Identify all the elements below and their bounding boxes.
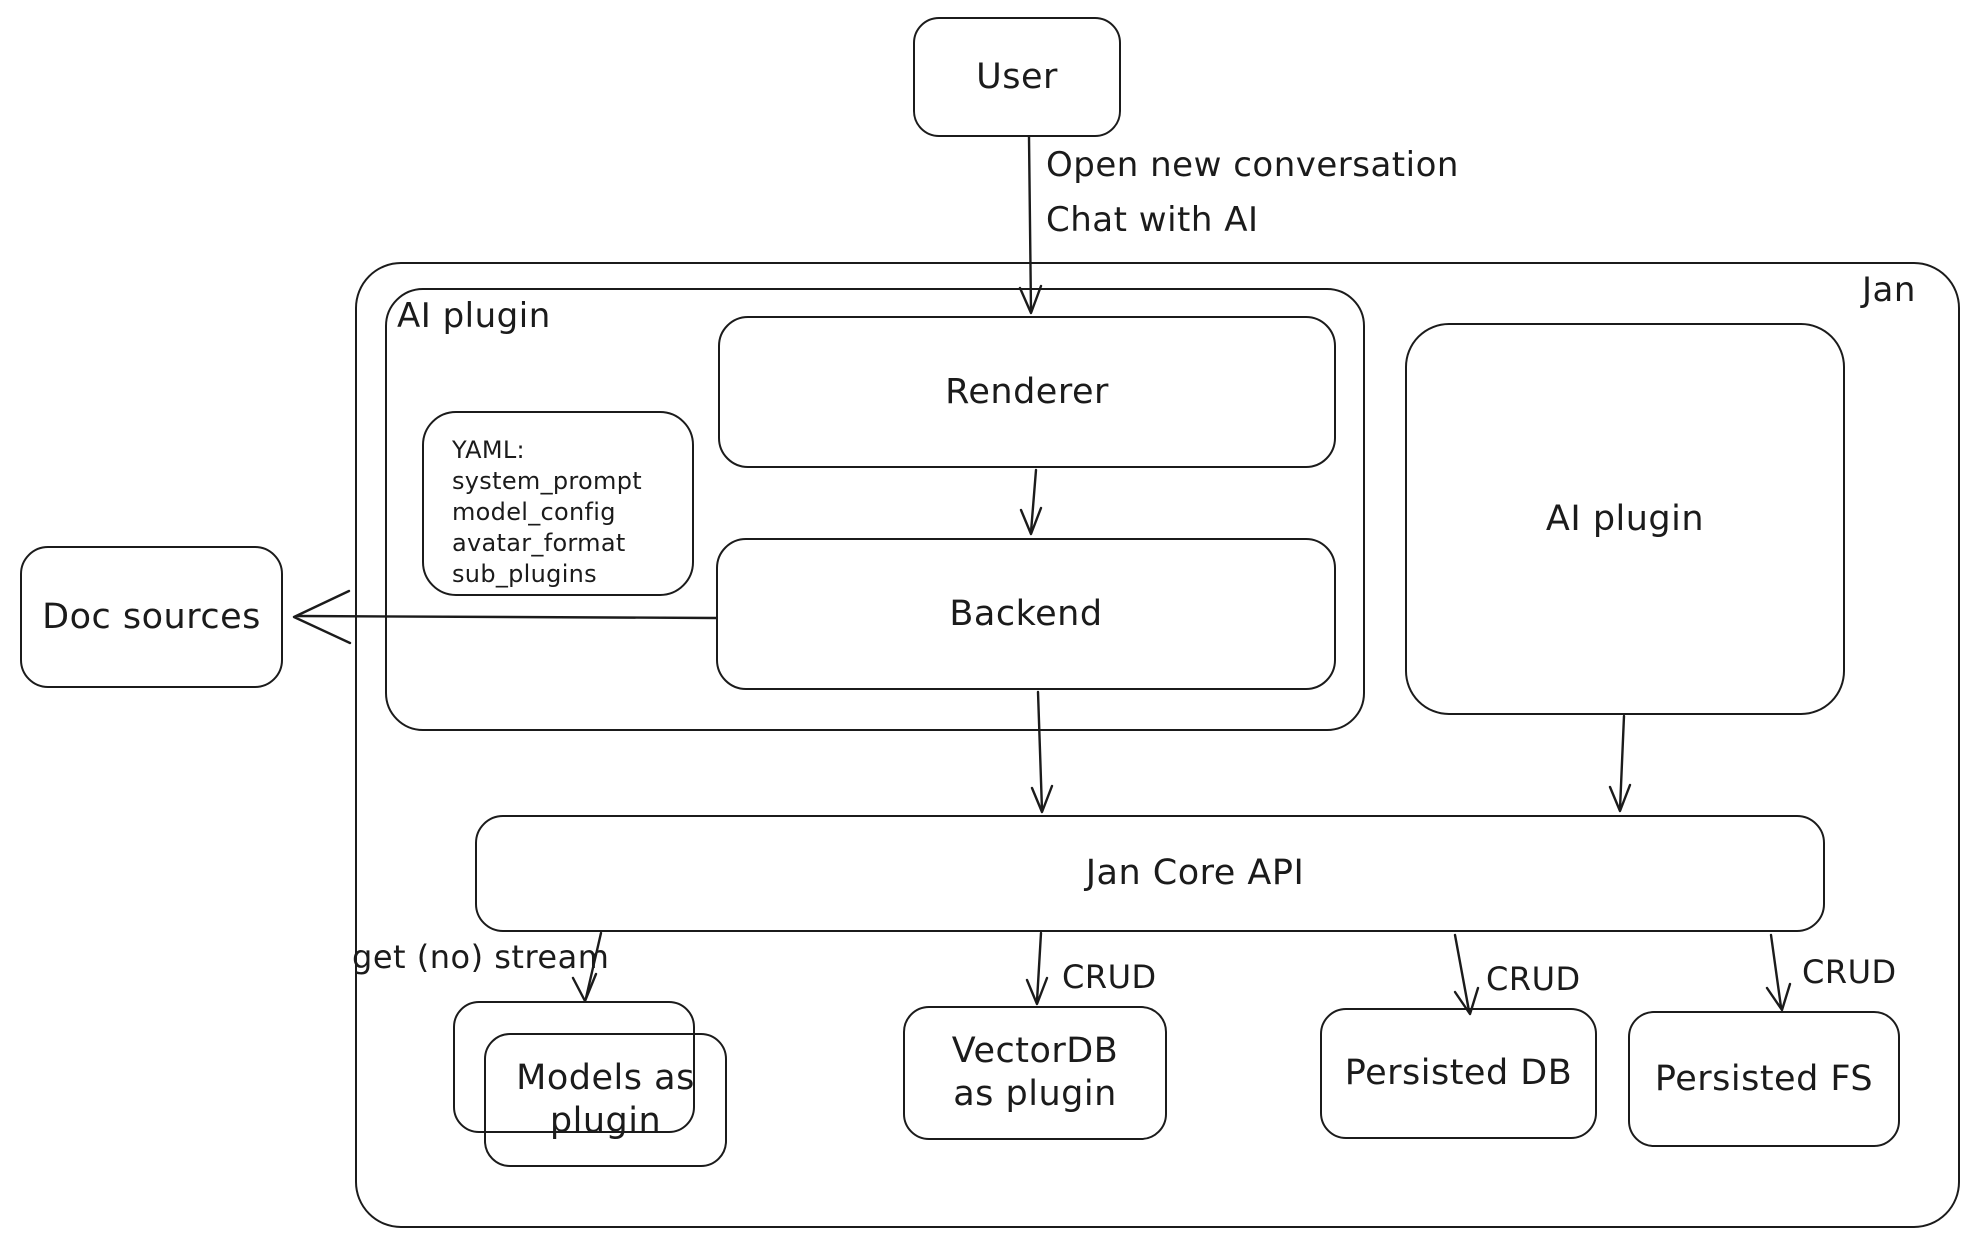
yaml-note-line: YAML: (452, 436, 525, 464)
node-vectordb-plugin-label: VectorDB as plugin (951, 1031, 1119, 1114)
edge-label-chat-with-ai: Chat with AI (1046, 200, 1259, 240)
node-persisted-db: Persisted DB (1320, 1008, 1597, 1139)
node-ai-plugin-right: AI plugin (1405, 323, 1845, 715)
edge-label-crud-persisted-db: CRUD (1486, 960, 1581, 998)
node-models-plugin-label: Models as plugin (516, 1058, 695, 1141)
ai-plugin-container-box (385, 288, 1365, 731)
node-jan-core-api: Jan Core API (475, 815, 1825, 932)
edge-label-get-no-stream: get (no) stream (352, 938, 610, 976)
ai-plugin-container-label: AI plugin (397, 296, 551, 336)
edge-label-open-new-conversation: Open new conversation (1046, 145, 1459, 185)
node-models-plugin: Models as plugin (484, 1033, 727, 1167)
yaml-note-line: model_config (452, 498, 616, 526)
edge-label-user-to-renderer: Open new conversation Chat with AI (1046, 138, 1459, 248)
jan-system-label: Jan (1862, 270, 1916, 310)
node-renderer-label: Renderer (945, 371, 1109, 412)
node-jan-core-api-label: Jan Core API (1085, 853, 1305, 894)
node-user-label: User (976, 56, 1058, 97)
node-vectordb-plugin: VectorDB as plugin (903, 1006, 1167, 1140)
yaml-note-box: YAML: system_prompt model_config avatar_… (422, 411, 694, 596)
yaml-note-line: sub_plugins (452, 560, 597, 588)
edge-label-crud-vectordb: CRUD (1062, 958, 1157, 996)
edge-label-crud-persisted-fs: CRUD (1802, 953, 1897, 991)
node-user: User (913, 17, 1121, 137)
yaml-note-line: avatar_format (452, 529, 626, 557)
node-persisted-db-label: Persisted DB (1344, 1053, 1573, 1094)
node-persisted-fs: Persisted FS (1628, 1011, 1900, 1147)
node-backend-label: Backend (949, 593, 1103, 634)
node-persisted-fs-label: Persisted FS (1654, 1058, 1874, 1099)
node-doc-sources: Doc sources (20, 546, 283, 688)
yaml-note-line: system_prompt (452, 467, 642, 495)
node-backend: Backend (716, 538, 1336, 690)
arrowhead-backend-to-doc-sources (292, 589, 352, 645)
jan-system-box (355, 262, 1960, 1228)
node-doc-sources-label: Doc sources (42, 596, 261, 637)
node-renderer: Renderer (718, 316, 1336, 468)
node-ai-plugin-right-label: AI plugin (1545, 498, 1705, 539)
